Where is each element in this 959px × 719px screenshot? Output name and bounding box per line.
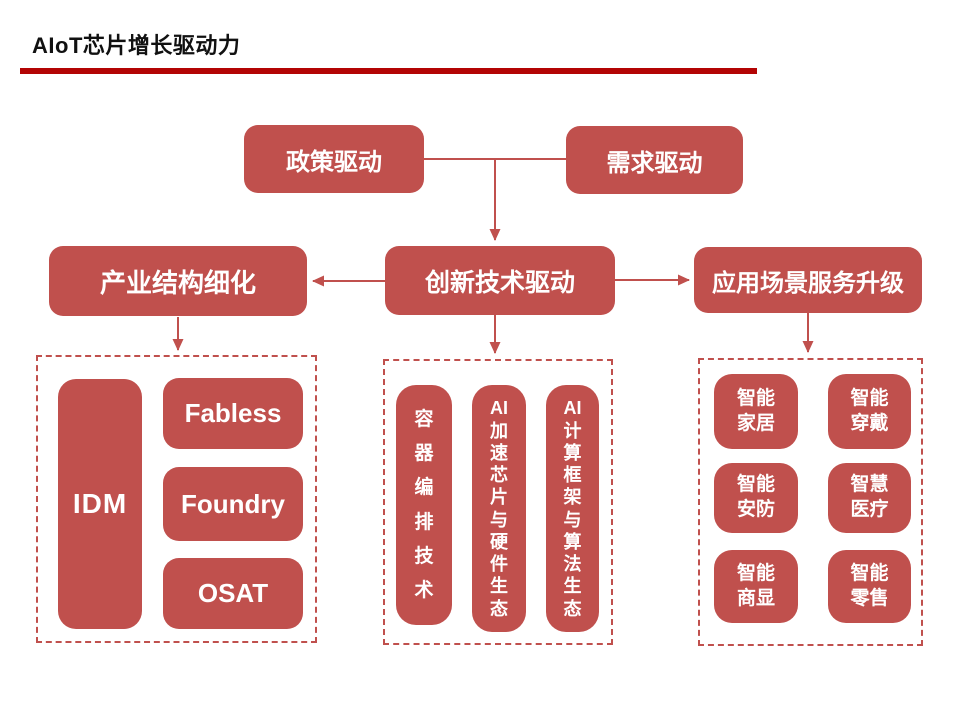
node-fabless: Fabless xyxy=(163,378,303,449)
app-label-line: 商显 xyxy=(736,587,775,609)
node-innovation-tech-driver: 创新技术驱动 xyxy=(385,246,615,315)
node-smart-healthcare: 智慧 医疗 xyxy=(828,463,911,533)
node-application-scenario-upgrade: 应用场景服务升级 xyxy=(694,247,922,313)
pill-char: 与 xyxy=(490,509,508,530)
pill-char: 生 xyxy=(490,576,508,597)
node-smart-wearable: 智能 穿戴 xyxy=(828,374,911,449)
pill-char: 技 xyxy=(414,545,434,567)
node-osat: OSAT xyxy=(163,558,303,629)
pill-char: 态 xyxy=(563,598,582,619)
node-foundry: Foundry xyxy=(163,467,303,541)
pill-char: 加 xyxy=(490,420,508,441)
app-label-line: 零售 xyxy=(850,587,889,609)
app-label-line: 智能 xyxy=(736,474,775,496)
app-label-line: 穿戴 xyxy=(850,412,889,434)
pill-char: AI xyxy=(490,398,508,419)
pill-char: 器 xyxy=(414,443,434,465)
node-ai-accel-chip-hardware: AI 加 速 芯 片 与 硬 件 生 态 xyxy=(472,385,526,632)
node-smart-security: 智能 安防 xyxy=(714,463,798,533)
pill-char: 框 xyxy=(563,465,582,486)
page-title: AIoT芯片增长驱动力 xyxy=(32,33,241,58)
node-policy-driver: 政策驱动 xyxy=(244,125,424,193)
node-smart-retail: 智能 零售 xyxy=(828,550,911,623)
pill-char: AI xyxy=(563,398,582,419)
pill-char: 术 xyxy=(414,579,434,601)
app-label-line: 医疗 xyxy=(850,499,889,520)
node-smart-commercial-display: 智能 商显 xyxy=(714,550,798,623)
pill-char: 计 xyxy=(563,420,582,441)
pill-char: 编 xyxy=(414,477,434,499)
pill-char: 态 xyxy=(490,598,508,619)
node-industry-structure: 产业结构细化 xyxy=(49,246,307,316)
pill-char: 法 xyxy=(563,554,582,575)
pill-char: 硬 xyxy=(490,531,508,552)
pill-char: 生 xyxy=(563,576,582,597)
app-label-line: 家居 xyxy=(736,412,775,434)
app-label-line: 智能 xyxy=(850,562,889,584)
node-idm: IDM xyxy=(58,379,142,629)
app-label-line: 智能 xyxy=(736,387,775,409)
app-label-line: 智慧 xyxy=(850,474,889,496)
pill-char: 芯 xyxy=(490,465,508,486)
pill-char: 速 xyxy=(490,442,508,463)
app-label-line: 智能 xyxy=(736,562,775,584)
pill-char: 排 xyxy=(414,511,434,533)
app-label-line: 智能 xyxy=(850,387,889,409)
node-ai-compute-framework-algorithm: AI 计 算 框 架 与 算 法 生 态 xyxy=(546,385,599,632)
pill-char: 容 xyxy=(414,409,434,431)
node-demand-driver: 需求驱动 xyxy=(566,126,743,194)
node-container-orchestration: 容 器 编 排 技 术 xyxy=(396,385,452,625)
pill-char: 与 xyxy=(563,509,582,530)
app-label-line: 安防 xyxy=(736,499,775,520)
title-underline xyxy=(20,68,757,74)
pill-char: 架 xyxy=(563,487,582,508)
pill-char: 片 xyxy=(490,487,508,508)
pill-char: 件 xyxy=(490,554,508,575)
pill-char: 算 xyxy=(563,442,582,463)
pill-char: 算 xyxy=(563,531,582,552)
node-smart-home: 智能 家居 xyxy=(714,374,798,449)
